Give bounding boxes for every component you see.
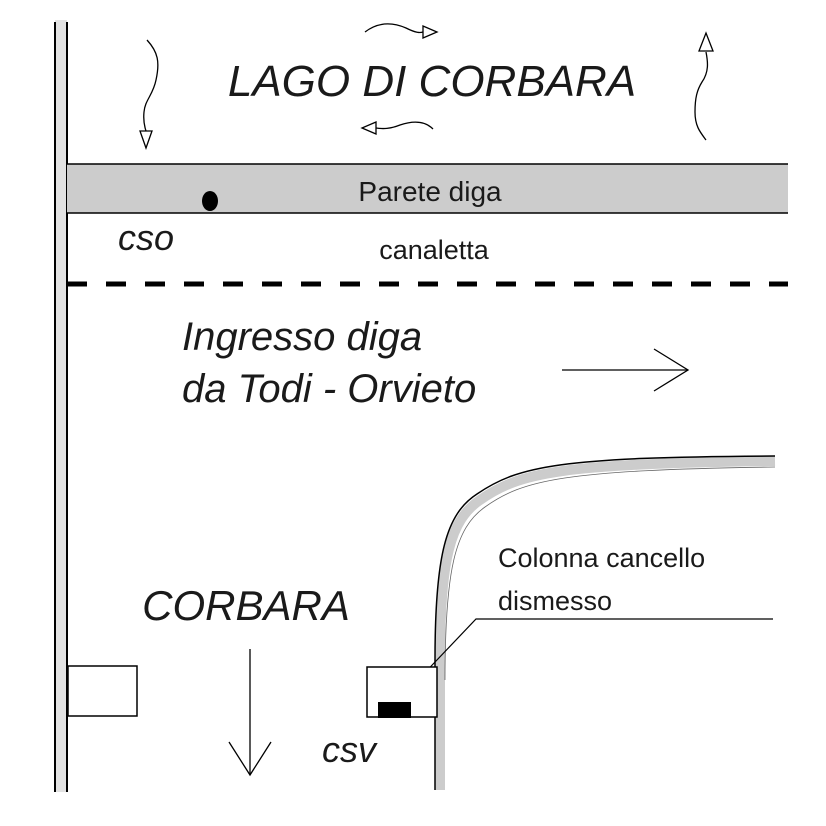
road-curve-edge-inner [444, 466, 776, 681]
road-curve [434, 455, 776, 790]
entrance-label-line1: Ingresso diga [182, 315, 422, 359]
flow-arrow-down-stem [143, 39, 159, 132]
road-curve-fill [435, 456, 776, 790]
arrowhead-down-icon [139, 130, 153, 150]
left-structure-box [67, 665, 138, 717]
flow-arrow-up-stem [694, 51, 709, 141]
channel-label: canaletta [379, 235, 490, 265]
lake-title: LAGO DI CORBARA [228, 57, 636, 106]
arrow-right-icon [653, 348, 690, 392]
csv-sensor-marker [378, 702, 411, 718]
entrance-direction-arrow [562, 348, 690, 392]
flow-arrow-right-stem [364, 23, 424, 34]
town-direction-arrow [228, 649, 272, 777]
flow-arrow-down [139, 39, 159, 150]
flow-arrow-left-stem [375, 121, 434, 130]
dam-wall-label: Parete diga [358, 176, 502, 207]
cso-label: cso [118, 217, 174, 258]
flow-arrow-right [364, 23, 439, 39]
entrance-label-line2: da Todi - Orvieto [182, 367, 476, 411]
dam-wall-fill [67, 164, 788, 213]
gate-column-leader-line [415, 618, 773, 683]
left-wall-fill [55, 20, 67, 792]
cso-point-marker [202, 191, 218, 211]
town-label: CORBARA [142, 582, 350, 629]
arrowhead-right-icon [422, 25, 439, 39]
gate-column-label-line2: dismesso [498, 586, 612, 616]
arrowhead-left-icon [360, 121, 377, 135]
flow-arrow-up [694, 31, 714, 141]
flow-arrow-left [360, 121, 434, 135]
dam-wall: Parete diga [67, 163, 788, 214]
left-wall [54, 20, 68, 792]
road-curve-edge-outer [434, 455, 776, 790]
arrowhead-up-icon [698, 31, 714, 52]
arrow-down-icon [228, 741, 272, 777]
gate-column-label-line1: Colonna cancello [498, 543, 705, 573]
csv-label: csv [322, 729, 378, 770]
